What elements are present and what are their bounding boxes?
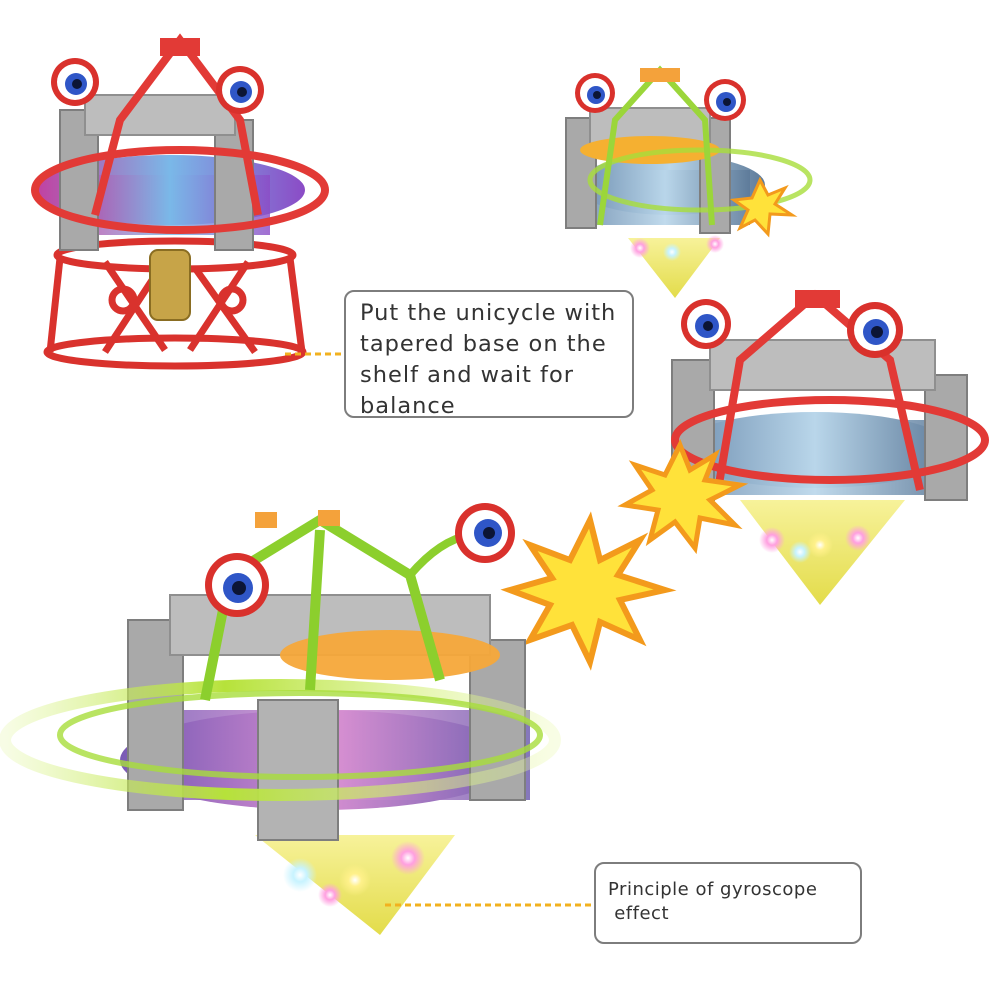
balance-callout-line: tapered base on the [360,331,607,357]
red-robot-spinning [671,289,989,605]
gyroscope-callout: Principle of gyroscope effect [594,862,862,944]
collision-bursts [500,438,749,671]
red-spinning-eyes [681,299,903,358]
balance-callout-line: shelf and wait for [360,362,574,388]
red-robot-on-stand [31,33,329,370]
balance-callout-line: Put the unicycle with [360,300,617,326]
gyroscope-callout-line: Principle of gyroscope [608,879,818,900]
green-small-eyes [575,73,746,121]
green-robot-small [565,65,813,298]
gyroscope-callout-line: effect [608,903,669,924]
red-robot-eyes [51,58,264,114]
display-stand [43,237,307,370]
green-large-eyes [205,503,515,617]
balance-callout-line: balance [360,393,456,419]
green-robot-large [0,503,561,935]
balance-callout: Put the unicycle with tapered base on th… [344,290,634,419]
